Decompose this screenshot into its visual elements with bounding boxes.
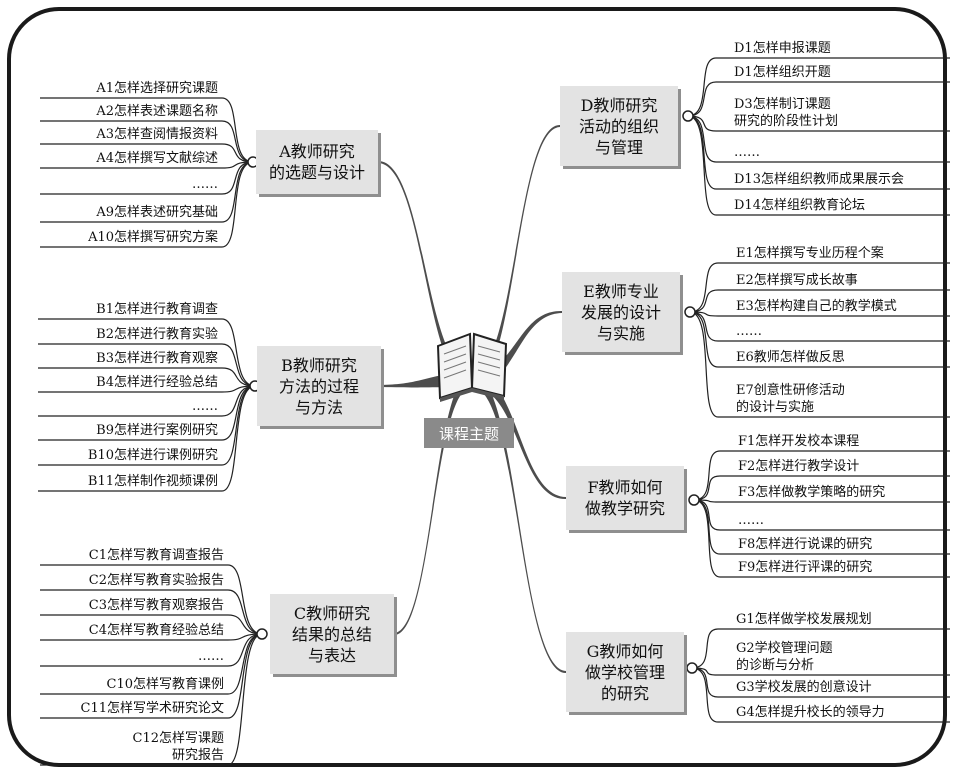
leaf-item-g: G1怎样做学校发展规划	[736, 612, 872, 627]
leaf-connector	[221, 143, 254, 163]
leaf-item-f: ……	[738, 513, 764, 528]
leaf-item-f: F2怎样进行教学设计	[738, 459, 860, 474]
leaf-item-b: B11怎样制作视频课例	[87, 474, 218, 489]
center-topic-label: 课程主题	[424, 418, 514, 448]
leaf-item-c: C1怎样写教育调查报告	[88, 548, 224, 563]
leaf-item-e: ……	[736, 324, 762, 339]
leaf-connector	[687, 57, 717, 117]
leaf-item-b: B4怎样进行经验总结	[96, 375, 218, 390]
leaf-item-a: A3怎样查阅情报资料	[96, 127, 218, 142]
branch-box-g: G教师如何 做学校管理 的研究	[566, 632, 684, 712]
branch-connector-f	[472, 373, 566, 500]
leaf-item-f: F9怎样进行评课的研究	[738, 560, 873, 575]
leaf-connector	[227, 589, 263, 635]
leaf-item-a: ……	[192, 177, 218, 192]
leaf-item-e: E2怎样撰写成长故事	[736, 273, 858, 288]
leaf-item-d: D1怎样申报课题	[734, 41, 831, 56]
leaf-item-f: F3怎样做教学策略的研究	[738, 485, 886, 500]
leaf-connector	[221, 120, 254, 163]
leaf-connector	[221, 161, 254, 248]
leaf-item-c: C2怎样写教育实验报告	[88, 573, 224, 588]
leaf-connector	[687, 81, 717, 117]
junction-node-d	[682, 110, 694, 122]
rounded-frame	[7, 7, 947, 767]
leaf-connector	[693, 450, 721, 501]
leaf-connector	[691, 667, 719, 723]
open-book-icon	[436, 332, 508, 402]
leaf-connector	[687, 115, 717, 216]
leaf-item-b: B2怎样进行教育实验	[96, 327, 218, 342]
leaf-item-a: A4怎样撰写文献综述	[96, 151, 218, 166]
leaf-connector	[221, 318, 256, 387]
leaf-connector	[689, 289, 719, 313]
branch-connector-g	[472, 373, 566, 674]
leaf-item-g: G3学校发展的创意设计	[736, 680, 872, 695]
leaf-item-b: B10怎样进行课例研究	[87, 448, 218, 463]
leaf-item-b: B9怎样进行案例研究	[96, 423, 218, 438]
leaf-item-b: B3怎样进行教育观察	[96, 351, 218, 366]
leaf-connector	[221, 97, 254, 163]
leaf-item-e: E1怎样撰写专业历程个案	[736, 246, 884, 261]
junction-node-g	[686, 662, 698, 674]
leaf-connector	[693, 499, 721, 578]
leaf-connector	[227, 633, 263, 719]
leaf-item-a: A10怎样撰写研究方案	[88, 230, 218, 245]
leaf-item-c: C11怎样写学术研究论文	[80, 701, 225, 716]
leaf-item-e: E7创意性研修活动 的设计与实施	[736, 383, 845, 415]
leaf-item-g: G2学校管理问题 的诊断与分析	[736, 641, 833, 673]
leaf-connector	[227, 633, 263, 766]
branch-box-c: C教师研究 结果的总结 与表达	[270, 594, 394, 674]
leaf-item-f: F8怎样进行说课的研究	[738, 537, 873, 552]
leaf-connector	[221, 385, 256, 492]
leaf-item-c: C12怎样写课题 研究报告	[132, 731, 225, 763]
leaf-connector	[227, 564, 263, 635]
branch-connector-c	[394, 373, 472, 636]
leaf-connector	[687, 115, 717, 163]
junction-node-c	[256, 628, 268, 640]
branch-box-f: F教师如何 做教学研究	[566, 466, 684, 530]
branch-box-d: D教师研究 活动的组织 与管理	[560, 86, 678, 166]
branch-connector-a	[378, 160, 472, 387]
branch-connector-d	[472, 124, 560, 387]
leaf-item-c: C3怎样写教育观察报告	[88, 598, 224, 613]
leaf-item-d: ……	[734, 145, 760, 160]
leaf-item-e: E6教师怎样做反思	[736, 350, 845, 365]
leaf-item-d: D14怎样组织教育论坛	[734, 198, 865, 213]
junction-node-e	[684, 306, 696, 318]
leaf-item-f: F1怎样开发校本课程	[738, 434, 860, 449]
leaf-item-d: D1怎样组织开题	[734, 65, 831, 80]
leaf-item-b: ……	[192, 399, 218, 414]
leaf-connector	[689, 311, 719, 418]
leaf-connector	[689, 311, 719, 368]
leaf-item-c: C4怎样写教育经验总结	[88, 623, 224, 638]
branch-box-e: E教师专业 发展的设计 与实施	[562, 272, 680, 352]
branch-box-b: B教师研究 方法的过程 与方法	[257, 346, 381, 426]
leaf-connector	[227, 614, 263, 635]
leaf-item-d: D13怎样组织教师成果展示会	[734, 172, 904, 187]
leaf-item-c: ……	[198, 649, 224, 664]
leaf-connector	[689, 262, 719, 313]
leaf-item-e: E3怎样构建自己的教学模式	[736, 299, 897, 314]
leaf-connector	[221, 343, 256, 387]
branch-box-a: A教师研究 的选题与设计	[256, 130, 378, 194]
leaf-connector	[221, 367, 256, 387]
leaf-item-c: C10怎样写教育课例	[106, 677, 225, 692]
leaf-connector	[691, 628, 719, 669]
leaf-item-a: A9怎样表述研究基础	[96, 205, 218, 220]
leaf-item-a: A2怎样表述课题名称	[96, 104, 218, 119]
leaf-item-g: G4怎样提升校长的领导力	[736, 705, 885, 720]
leaf-item-a: A1怎样选择研究课题	[96, 81, 218, 96]
leaf-item-d: D3怎样制订课题 研究的阶段性计划	[734, 97, 839, 129]
leaf-item-b: B1怎样进行教育调查	[96, 302, 218, 317]
junction-node-f	[688, 494, 700, 506]
